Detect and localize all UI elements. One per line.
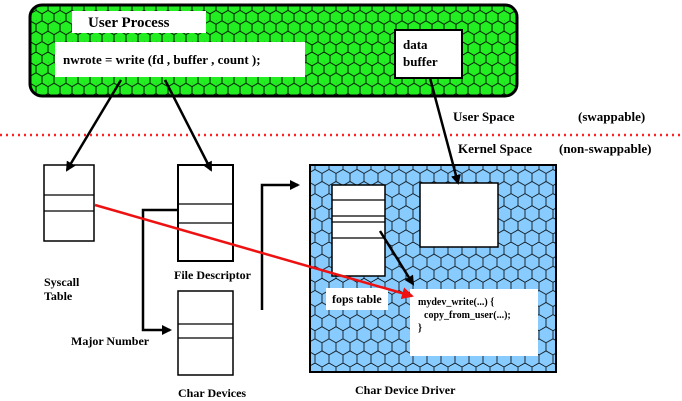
code-line-1: mydev_write(...) { [418,297,494,308]
fops-table-label: fops table [332,292,382,306]
major-number-arrow [141,208,178,335]
data-buffer-box [394,29,463,79]
fops-label-bg [326,288,388,310]
syscall-path-arrow [94,203,414,300]
code-line-3: } [418,323,422,334]
syscall-table-label-2: Table [44,289,73,303]
char-devices-label: Char Devices [178,386,246,400]
user-process-title: User Process [88,15,170,31]
fd-arg-arrow [163,79,213,172]
major-number-label: Major Number [71,334,150,348]
char-devices-box [177,290,234,376]
file-descriptor-label: File Descriptor [174,268,252,282]
user-space-note: (swappable) [578,109,645,124]
data-buffer-line1: data [403,37,428,52]
kernel-buffer-box [419,182,499,248]
buffer-copy-arrow [428,77,461,185]
fops-table-box [331,184,386,277]
syscall-table-label-1: Syscall [44,275,80,289]
user-process-title-bg [72,11,206,33]
syscall-table-box [43,164,95,242]
call-to-syscall-arrow [65,79,123,172]
kernel-space-note: (non-swappable) [559,141,651,156]
user-space-label: User Space [453,109,515,124]
syscall-code-bg [55,42,305,77]
mydev-write-code-box [410,289,538,356]
file-descriptor-box [177,164,234,262]
data-buffer-line2: buffer [403,54,438,69]
write-call-text: nwrote = write (fd , buffer , count ); [63,52,261,67]
fops-to-handler-arrow [378,230,415,286]
code-line-2: copy_from_user(...); [424,310,511,321]
char-device-driver-label: Char Device Driver [355,383,456,397]
chardev-to-fops-arrow [260,180,300,310]
kernel-space-label: Kernel Space [458,141,532,156]
